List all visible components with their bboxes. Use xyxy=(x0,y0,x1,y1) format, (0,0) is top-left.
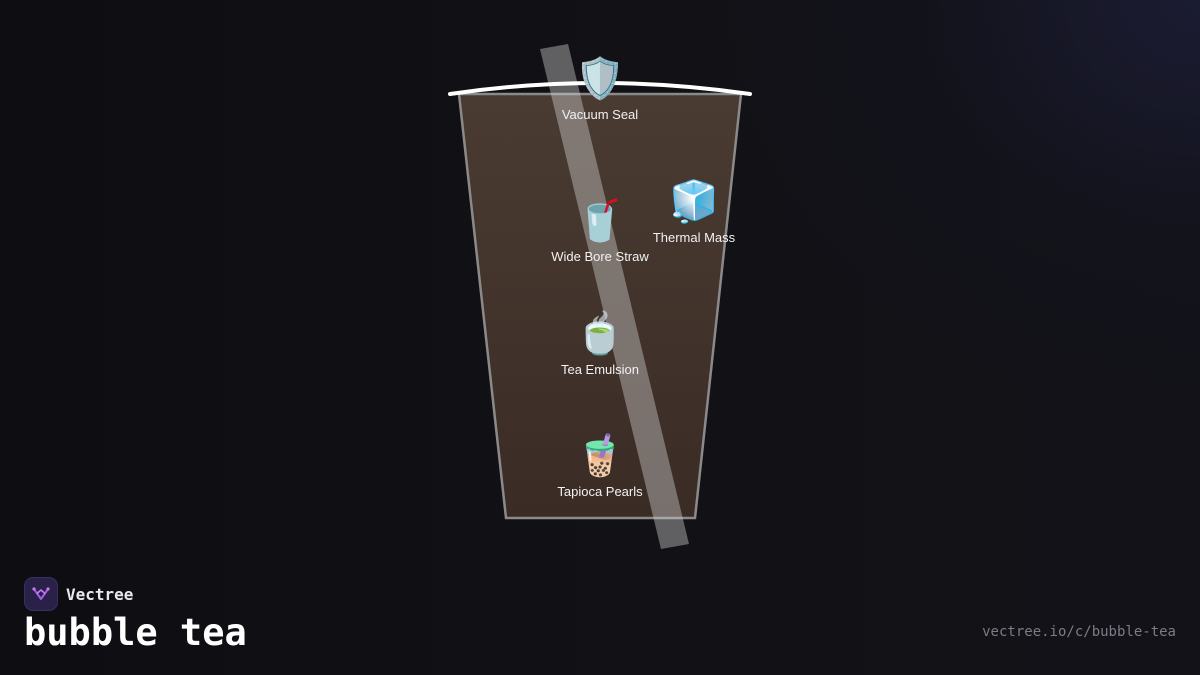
component-tea-emulsion: 🍵 Tea Emulsion xyxy=(530,310,670,377)
brand-name: Vectree xyxy=(66,584,134,604)
cup-body xyxy=(457,92,743,520)
component-label: Wide Bore Straw xyxy=(551,249,649,264)
component-label: Tea Emulsion xyxy=(560,362,640,377)
vectree-logo-mark xyxy=(32,587,50,600)
shield-icon: 🛡️ xyxy=(575,56,625,102)
component-label: Tapioca Pearls xyxy=(557,484,643,499)
bubble-tea-icon: 🧋 xyxy=(575,433,625,479)
component-label: Thermal Mass xyxy=(652,230,736,245)
vectree-logo-icon xyxy=(24,577,58,611)
component-wide-bore-straw: 🥤 Wide Bore Straw xyxy=(530,197,670,264)
cup-lid xyxy=(448,81,752,96)
component-label: Vacuum Seal xyxy=(561,107,639,122)
cup-with-straw-icon: 🥤 xyxy=(575,198,625,244)
teacup-icon: 🍵 xyxy=(575,311,625,357)
source-url[interactable]: vectree.io/c/bubble-tea xyxy=(982,624,1176,640)
component-vacuum-seal: 🛡️ Vacuum Seal xyxy=(530,55,670,122)
brand: Vectree xyxy=(24,577,133,611)
ice-cube-icon: 🧊 xyxy=(669,179,719,225)
page-title: bubble tea xyxy=(24,611,247,654)
component-tapioca-pearls: 🧋 Tapioca Pearls xyxy=(530,432,670,499)
component-thermal-mass: 🧊 Thermal Mass xyxy=(624,178,764,245)
straw xyxy=(540,44,689,549)
